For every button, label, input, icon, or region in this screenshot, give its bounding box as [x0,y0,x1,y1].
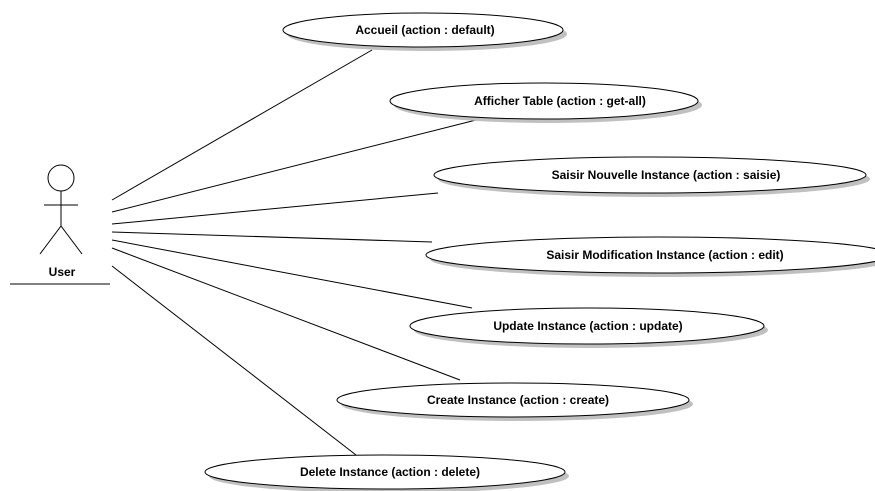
use-case-accueil[interactable]: Accueil (action : default) [282,12,567,51]
association-line-afficher-table[interactable] [111,117,485,213]
use-case-label: Afficher Table (action : get-all) [474,94,646,108]
use-case-saisir-modification[interactable]: Saisir Modification Instance (action : e… [425,236,875,277]
use-case-ellipse [336,382,690,418]
stick-figure-icon [39,164,83,255]
use-case-label: Accueil (action : default) [355,23,494,37]
association-line-delete[interactable] [111,265,357,456]
use-case-ellipse [282,12,564,48]
use-case-create[interactable]: Create Instance (action : create) [336,382,693,421]
use-case-ellipse [389,82,699,120]
use-case-label: Create Instance (action : create) [427,393,609,407]
use-case-afficher-table[interactable]: Afficher Table (action : get-all) [389,82,702,123]
association-line-saisir-modification[interactable] [111,231,433,243]
use-case-label: Update Instance (action : update) [493,319,682,333]
association-lines [111,49,485,456]
association-line-create[interactable] [111,247,461,381]
use-case-label: Saisir Modification Instance (action : e… [546,248,783,262]
use-case-ellipse [433,156,867,194]
use-case-ellipse [425,236,875,274]
actor-name: User [49,265,76,279]
use-case-label: Delete Instance (action : delete) [300,465,480,479]
actor-user[interactable]: User [10,164,110,285]
use-case-saisir-nouvelle[interactable]: Saisir Nouvelle Instance (action : saisi… [433,156,870,197]
use-case-label: Saisir Nouvelle Instance (action : saisi… [552,168,781,182]
association-line-saisir-nouvelle[interactable] [111,192,439,225]
use-case-ellipse [204,454,566,490]
association-line-update[interactable] [111,239,473,309]
use-case-update[interactable]: Update Instance (action : update) [409,307,768,348]
use-case-delete[interactable]: Delete Instance (action : delete) [204,454,569,491]
use-case-ellipse [409,307,765,345]
association-line-accueil[interactable] [111,49,373,201]
